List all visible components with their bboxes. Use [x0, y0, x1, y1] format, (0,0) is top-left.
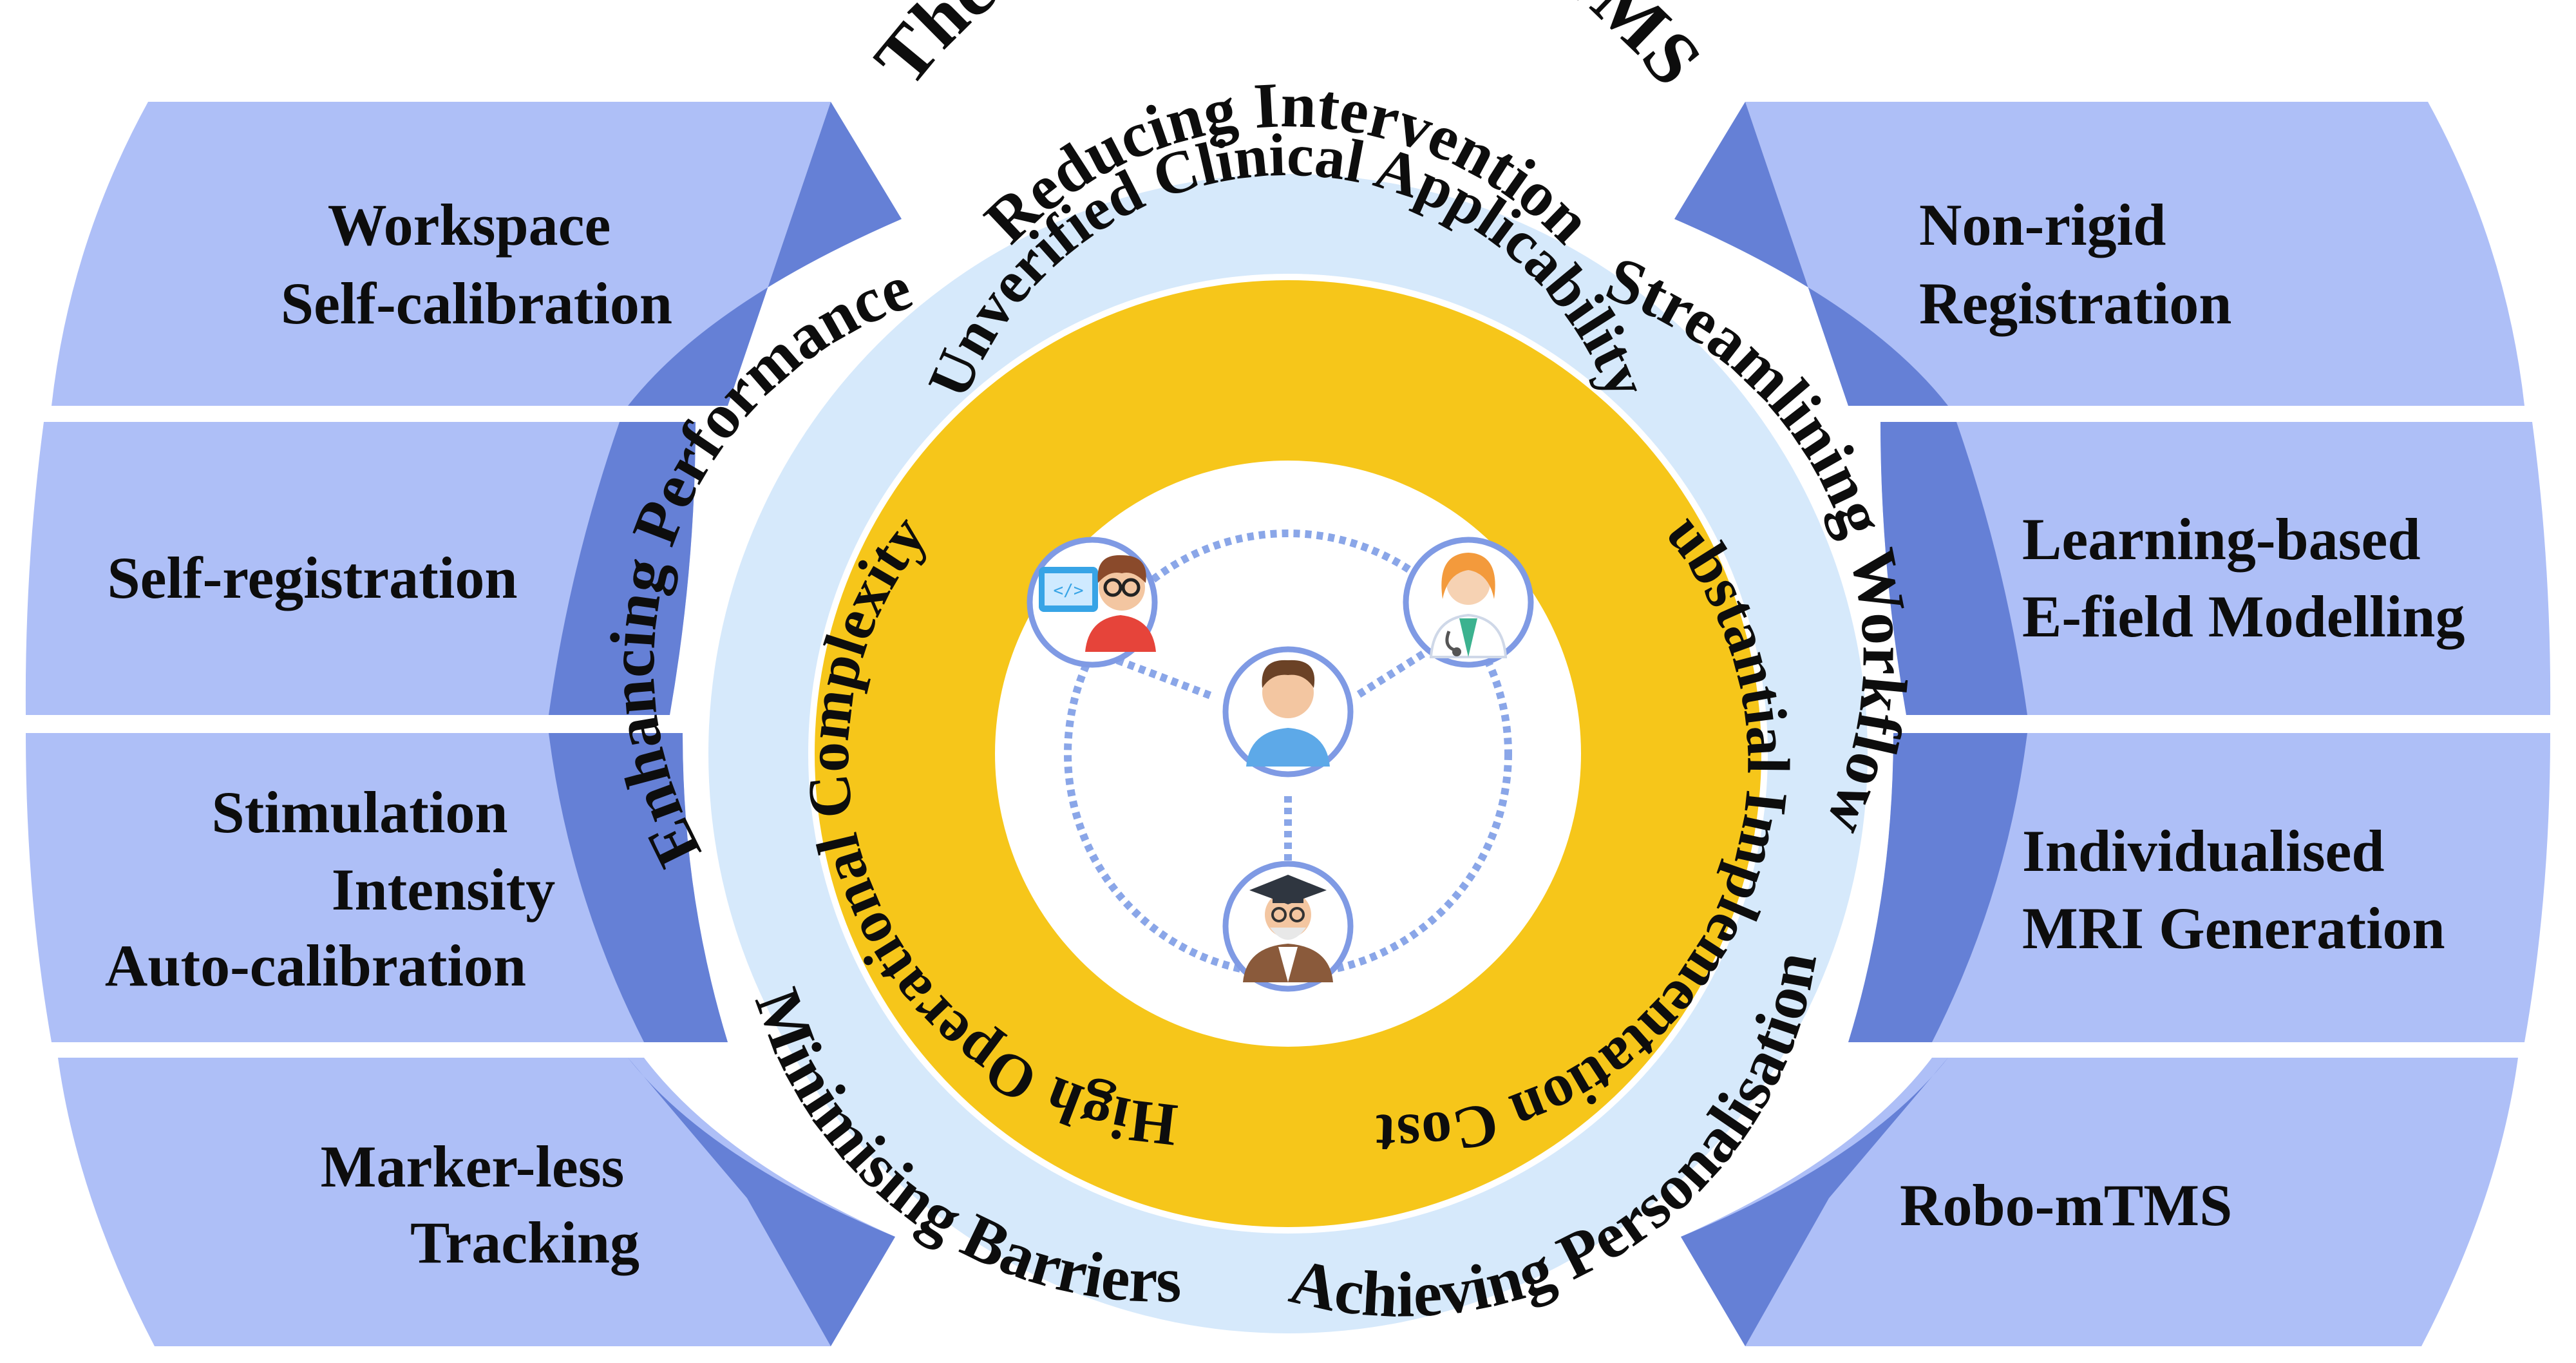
right-panel-e-field	[1880, 422, 2551, 715]
right-label-non-rigid: Non-rigid Registration	[1919, 192, 2231, 336]
left-panel-marker-less	[58, 1058, 895, 1346]
right-label-e-field: Learning-based E-field Modelling	[2022, 506, 2465, 649]
center-connectors	[1064, 529, 1512, 978]
left-panel-workspace	[52, 102, 902, 406]
right-panel-non-rigid	[1674, 102, 2524, 406]
left-label-stimulation: Stimulation Intensity Auto-calibration	[105, 779, 570, 998]
right-label-robo-mtms: Robo-mTMS	[1900, 1172, 2232, 1238]
doctor-icon	[1403, 537, 1534, 668]
professor-icon	[1222, 861, 1354, 992]
left-panel-self-registration	[25, 422, 696, 715]
left-label-self-registration: Self-registration	[107, 545, 517, 611]
svg-text:</>: </>	[1054, 581, 1084, 600]
left-label-marker-less: Marker-less Tracking	[321, 1134, 639, 1275]
right-panel-robo-mtms	[1681, 1058, 2518, 1346]
developer-icon: </>	[1027, 537, 1158, 668]
patient-icon	[1222, 646, 1354, 777]
left-panel-stimulation	[26, 733, 728, 1042]
left-label-workspace: Workspace Self-calibration	[281, 192, 672, 336]
right-panel-mri	[1848, 733, 2550, 1042]
right-label-mri: Individualised MRI Generation	[2022, 818, 2445, 961]
